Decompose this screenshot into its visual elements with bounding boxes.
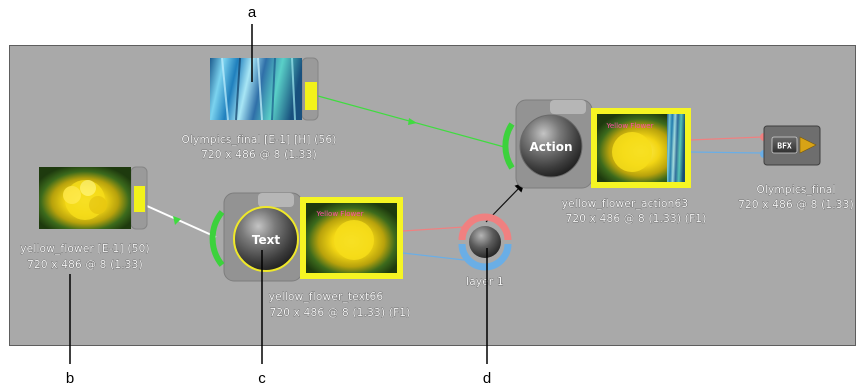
play-icon — [799, 136, 817, 154]
action-button[interactable] — [519, 114, 583, 178]
text-result-flower-center — [334, 220, 374, 260]
output-socket-flower[interactable] — [134, 186, 145, 212]
bfx-icon-label: BFX — [777, 142, 792, 151]
clip-name-flower: yellow_flower [E-1] (50) — [20, 243, 150, 255]
callout-c: c — [258, 370, 266, 387]
callout-a: a — [248, 4, 257, 21]
layer-node-name: layer 1 — [466, 276, 504, 288]
callout-d: d — [483, 370, 491, 387]
output-node[interactable]: BFX Olympics_final 720 x 486 @ 8 (1.33) — [738, 125, 854, 211]
text-result-overlay: Yellow Flower — [316, 210, 364, 218]
input-socket-green-action[interactable] — [502, 122, 515, 170]
action-button-label: Action — [529, 140, 572, 154]
text-button[interactable] — [233, 206, 299, 272]
clip-res-olympics: 720 x 486 @ 8 (1.33) — [201, 149, 317, 161]
thumbnail-flower-petals — [63, 180, 107, 220]
clip-name-olympics: Olympics_final [E-1] [H] (56) — [181, 134, 336, 146]
output-node-res: 720 x 486 @ 8 (1.33) — [738, 199, 854, 211]
link-action-to-output-blue[interactable] — [689, 151, 763, 154]
link-text-to-layer-blue[interactable] — [402, 252, 465, 261]
link-arrow-green-2 — [173, 216, 181, 225]
layer-socket-red[interactable] — [458, 213, 512, 241]
layer-button[interactable] — [469, 226, 501, 258]
layer-socket-blue[interactable] — [458, 243, 512, 271]
action-node-res: 720 x 486 @ 8 (1.33) (F1) — [566, 213, 707, 225]
callouts: a b c d — [66, 4, 491, 387]
clip-node-flower[interactable]: yellow_flower [E-1] (50) 720 x 486 @ 8 (… — [20, 166, 150, 271]
schematic-canvas — [9, 45, 856, 346]
action-node[interactable]: Action Yellow Flower yellow_flower_actio… — [502, 99, 707, 225]
link-text-to-layer-red[interactable] — [402, 226, 465, 232]
text-node-res: 720 x 486 @ 8 (1.33) (F1) — [270, 307, 411, 319]
clip-res-flower: 720 x 486 @ 8 (1.33) — [27, 259, 143, 271]
bfx-icon — [771, 136, 798, 154]
text-button-label: Text — [252, 233, 280, 247]
action-result-overlay: Yellow Flower — [606, 122, 654, 130]
input-socket-green-text[interactable] — [209, 210, 225, 267]
layer-node[interactable]: layer 1 — [458, 213, 512, 288]
link-flower-to-text[interactable] — [146, 205, 217, 238]
text-node-plate-top — [258, 193, 294, 207]
action-result-flower-center — [612, 132, 652, 172]
action-node-name: yellow_flower_action63 — [562, 198, 689, 210]
action-result-blue-strip — [667, 114, 685, 182]
text-node-name: yellow_flower_text66 — [269, 291, 384, 303]
link-action-to-output-red[interactable] — [689, 136, 763, 141]
output-node-name: Olympics_final — [756, 184, 835, 196]
text-node[interactable]: Text Yellow Flower yellow_flower_text66 … — [209, 192, 411, 319]
output-socket-olympics[interactable] — [305, 82, 317, 110]
link-arrow-green — [408, 118, 417, 125]
thumbnail-olympics-streaks — [221, 57, 296, 121]
clip-node-olympics[interactable]: Olympics_final [E-1] [H] (56) 720 x 486 … — [181, 57, 337, 161]
callout-b: b — [66, 370, 74, 387]
action-node-plate-top — [550, 100, 586, 114]
